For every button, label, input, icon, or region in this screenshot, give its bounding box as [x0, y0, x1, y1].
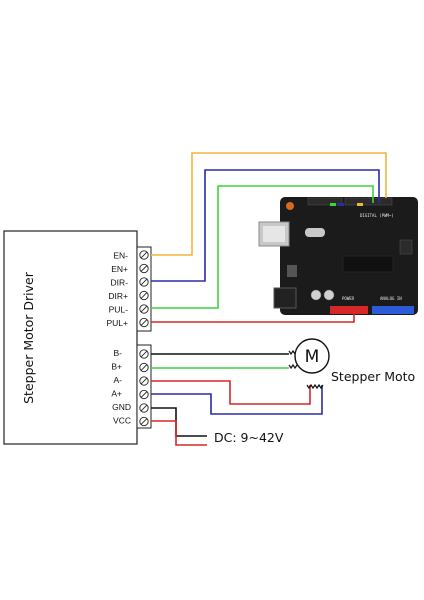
wire-dir	[151, 169, 380, 282]
power-label: POWER	[342, 296, 355, 301]
screw-slot	[140, 251, 148, 259]
pin-label-en-minus: EN-	[113, 251, 128, 261]
screw-slot	[140, 391, 148, 398]
motor-label: Stepper Moto	[331, 369, 415, 384]
screw-slot	[140, 292, 148, 299]
wire-pul	[151, 185, 374, 309]
reset-button-icon	[286, 202, 294, 210]
pin-label-a-minus: A-	[114, 375, 123, 385]
pin-label-vcc: VCC	[113, 416, 131, 426]
power-supply-label: DC: 9~42V	[214, 430, 284, 445]
pin-label-pul-plus: PUL+	[107, 318, 129, 328]
driver-box	[3, 230, 138, 445]
wire-gnd	[151, 407, 207, 437]
crystal-icon	[305, 228, 325, 237]
pin-label-dir-minus: DIR-	[111, 278, 129, 288]
coil-b-icon	[288, 363, 298, 370]
screw-slot	[140, 305, 148, 313]
wire-vcc	[151, 420, 207, 446]
wire-a-minus	[151, 380, 311, 405]
driver-title: Stepper Motor Driver	[21, 271, 36, 404]
analog-label: ANALOG IN	[380, 296, 402, 301]
capacitor-icon	[323, 289, 335, 301]
pin-label-pul-minus: PUL-	[109, 305, 129, 315]
screw-slot	[140, 377, 148, 385]
microcontroller-chip-icon	[342, 255, 394, 273]
motor-letter: M	[305, 347, 320, 367]
digital-label: DIGITAL (PWM~)	[360, 213, 394, 218]
power-header	[330, 306, 368, 314]
power-terminal-screws	[139, 349, 149, 427]
control-wires	[151, 152, 387, 323]
screw-slot	[140, 364, 148, 371]
screw-slot	[140, 278, 148, 286]
motor-wires	[151, 353, 323, 446]
pin-label-dir-plus: DIR+	[108, 291, 128, 301]
signal-terminal-screws	[139, 250, 149, 328]
screw-slot	[140, 404, 148, 412]
coil-a-icon	[306, 383, 324, 390]
arduino-board: DIGITAL (PWM~) POWER ANALOG IN	[258, 197, 418, 315]
power-jack-icon	[273, 287, 297, 309]
pin-label-en-plus: EN+	[111, 264, 128, 274]
screw-slot	[140, 350, 148, 358]
pin-label-b-plus: B+	[111, 362, 122, 372]
screw-slot	[140, 265, 148, 272]
wire-pul-plus	[151, 312, 355, 323]
regulator-icon	[287, 265, 297, 277]
motor-icon	[294, 338, 330, 374]
pin-label-a-plus: A+	[111, 389, 122, 399]
analog-header	[372, 306, 414, 314]
wire-a-plus	[151, 385, 323, 415]
screw-slot	[140, 319, 148, 326]
screw-slot	[140, 418, 148, 425]
capacitor-icon	[310, 289, 322, 301]
pin-label-b-minus: B-	[114, 348, 123, 358]
wire-en	[151, 152, 387, 256]
pin-label-gnd: GND	[112, 402, 131, 412]
